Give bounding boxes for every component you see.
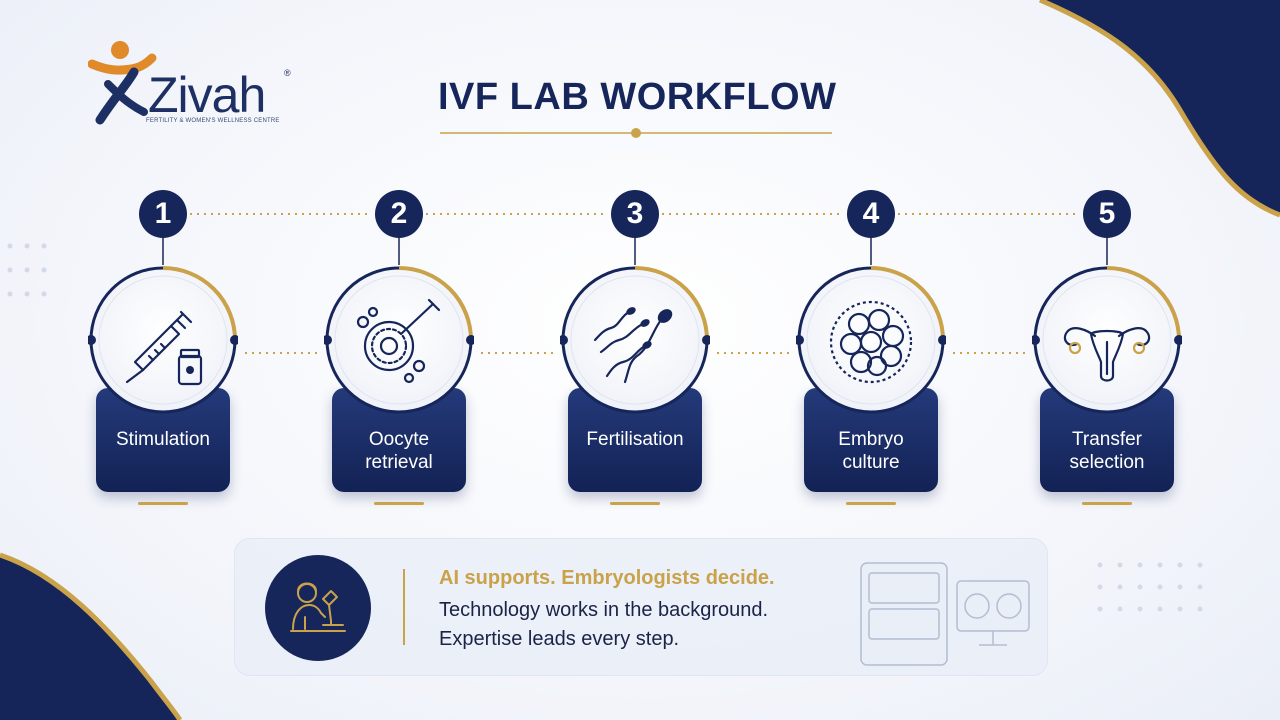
workflow-step-5: 5 Transfer selection [1025,190,1189,510]
step-number-badge: 4 [847,190,895,238]
zivah-logo: Zivah ® FERTILITY & WOMEN'S WELLNESS CEN… [88,40,308,140]
step-underline [846,502,896,505]
workflow-step-1: 1 Stimulation [81,190,245,510]
logo-registered-mark: ® [284,68,291,78]
uterus-icon [1057,290,1157,390]
step-number-badge: 1 [139,190,187,238]
step-label: Oocyte retrieval [365,429,433,473]
step-label: Fertilisation [586,429,684,450]
sperm-cells-icon [585,290,685,390]
step-number-badge: 5 [1083,190,1131,238]
step-label: Embryo culture [838,429,904,473]
workflow-step-3: 3 Fertilisation [553,190,717,510]
step-label: Stimulation [116,429,210,450]
step-label: Transfer selection [1069,429,1145,473]
workflow-step-2: 2 Oocyte retrieval [317,190,481,510]
panel-line-2: Expertise leads every step. [439,628,680,650]
embryo-cells-icon [821,290,921,390]
step-underline [374,502,424,505]
page-title: IVF LAB WORKFLOW [438,76,837,118]
step-icon-ring [558,265,712,415]
embryologist-microscope-icon [265,555,371,661]
logo-tagline: FERTILITY & WOMEN'S WELLNESS CENTRE [146,118,280,124]
step-icon-ring [794,265,948,415]
step-icon-ring [1030,265,1184,415]
info-panel: AI supports. Embryologists decide. Techn… [234,538,1048,676]
panel-line-1: Technology works in the background. [439,599,769,621]
step-icon-ring [86,265,240,415]
logo-figure-icon [88,41,157,125]
workflow-step-4: 4 Embryo culture [789,190,953,510]
oocyte-pipette-icon [349,290,449,390]
step-underline [138,502,188,505]
panel-divider [403,569,405,645]
panel-headline: AI supports. Embryologists decide. [439,567,775,589]
incubator-and-monitor-icon [855,553,1045,671]
step-icon-ring [322,265,476,415]
logo-wordmark: Zivah [148,67,266,123]
syringe-and-vial-icon [113,290,213,390]
step-underline [610,502,660,505]
step-underline [1082,502,1132,505]
step-number-badge: 2 [375,190,423,238]
step-number-badge: 3 [611,190,659,238]
